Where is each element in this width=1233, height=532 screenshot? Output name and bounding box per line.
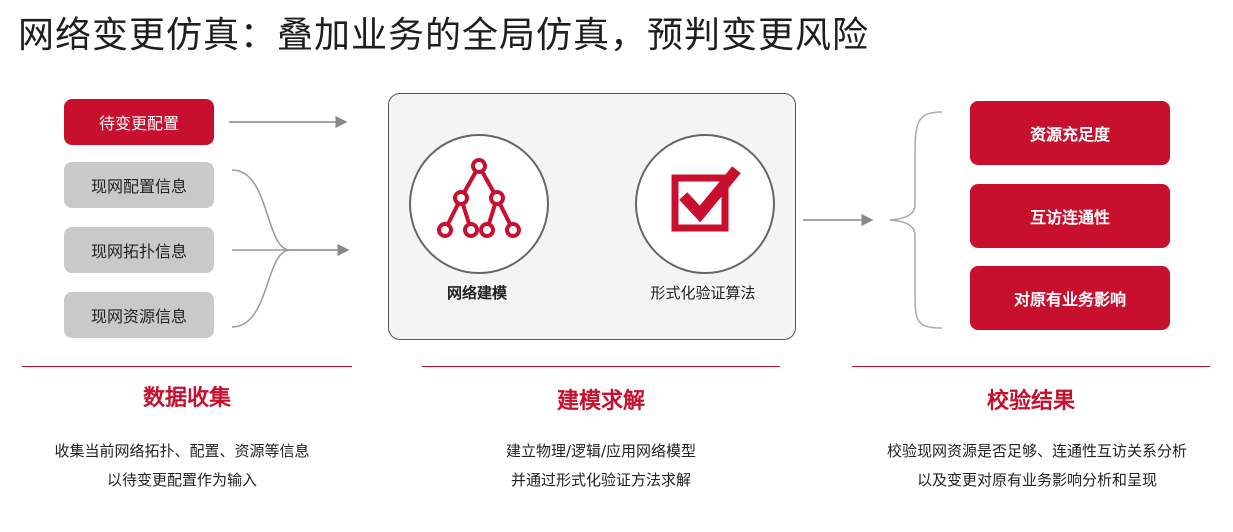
page-title: 网络变更仿真：叠加业务的全局仿真，预判变更风险 xyxy=(18,15,870,56)
divider-model xyxy=(422,366,780,367)
verify-circle xyxy=(635,134,775,274)
desc-line: 以及变更对原有业务影响分析和呈现 xyxy=(916,471,1157,489)
section-desc-model: 建立物理/逻辑/应用网络模型 并通过形式化验证方法求解 xyxy=(422,437,780,495)
checkbox-icon xyxy=(671,166,741,232)
result-connectivity: 互访连通性 xyxy=(970,184,1170,248)
desc-line: 建立物理/逻辑/应用网络模型 xyxy=(505,442,697,460)
result-impact: 对原有业务影响 xyxy=(970,266,1170,330)
desc-line: 校验现网资源是否足够、连通性互访关系分析 xyxy=(886,442,1187,460)
verify-label: 形式化验证算法 xyxy=(650,284,756,302)
section-title-result: 校验结果 xyxy=(986,389,1075,414)
input-resource-box: 现网资源信息 xyxy=(64,292,214,338)
results-brace xyxy=(889,111,943,329)
desc-line: 收集当前网络拓扑、配置、资源等信息 xyxy=(54,442,310,460)
merge-curve-bottom xyxy=(231,249,291,328)
modeling-circle xyxy=(409,134,549,274)
section-title-collect: 数据收集 xyxy=(142,386,231,411)
section-title-model: 建模求解 xyxy=(556,389,645,414)
desc-line: 并通过形式化验证方法求解 xyxy=(510,471,691,489)
section-desc-collect: 收集当前网络拓扑、配置、资源等信息 以待变更配置作为输入 xyxy=(12,437,352,495)
input-config-box: 现网配置信息 xyxy=(64,162,214,208)
divider-result xyxy=(852,366,1210,367)
pending-config-box: 待变更配置 xyxy=(64,99,214,145)
desc-line: 以待变更配置作为输入 xyxy=(106,471,257,489)
modeling-label: 网络建模 xyxy=(446,284,507,302)
tree-icon xyxy=(437,158,521,238)
section-desc-result: 校验现网资源是否足够、连通性互访关系分析 以及变更对原有业务影响分析和呈现 xyxy=(852,437,1222,495)
input-topology-box: 现网拓扑信息 xyxy=(64,227,214,273)
result-resource: 资源充足度 xyxy=(970,101,1170,165)
divider-collect xyxy=(22,366,352,367)
model-panel: 网络建模 形式化验证算法 xyxy=(388,93,796,340)
merge-curve-top xyxy=(231,169,291,251)
